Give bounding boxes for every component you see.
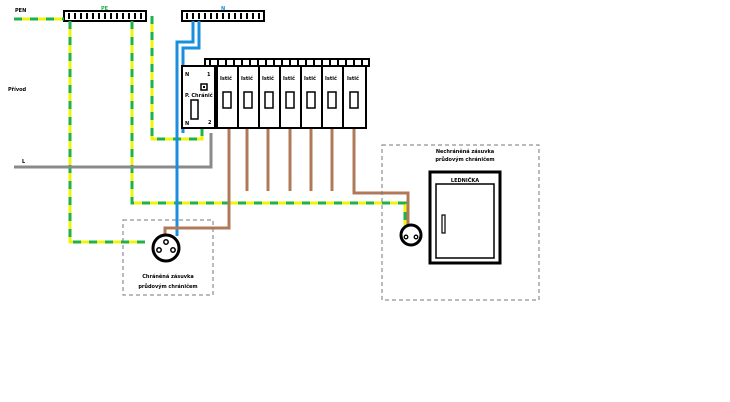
n-label: N [221, 6, 225, 12]
protected-socket-line2: průdovým chráničem [138, 283, 197, 290]
protected-socket [151, 233, 181, 263]
l-label: L [22, 159, 26, 165]
pe-busbar [63, 10, 147, 22]
rcd-two-label: 2 [208, 120, 212, 126]
rcd-title-label: P. Chránič [185, 92, 213, 99]
breaker-4: Istič [279, 65, 302, 129]
breaker-7-label: Istič [347, 75, 359, 82]
pe-label: PE [101, 6, 109, 12]
breaker-3: Istič [258, 65, 281, 129]
protected-socket-line1: Chráněná zásuvka [142, 273, 193, 280]
breaker-5-label: Istič [304, 75, 316, 82]
breaker-5: Istič [300, 65, 323, 129]
breaker-1: Istič [216, 65, 239, 129]
phase-wires [163, 128, 410, 240]
unprotected-socket-line2: průdovým chráničem [435, 156, 494, 163]
unprotected-socket-line1: Nechráněná zásuvka [436, 148, 494, 155]
breaker-2: Istič [237, 65, 260, 129]
pen-label: PEN [15, 8, 26, 14]
breaker-4-label: Istič [283, 75, 295, 82]
incoming-phase-wire [14, 133, 213, 169]
unprotected-socket [399, 223, 423, 247]
breaker-1-label: Istič [220, 75, 232, 82]
breaker-7: Istič [342, 65, 367, 129]
rcd-n-bottom-label: N [185, 121, 189, 127]
rcd-module: N 1 P. Chránič N 2 [181, 65, 216, 129]
unprotected-socket-boundary [381, 144, 540, 301]
fridge-label: LEDNIČKA [451, 177, 479, 184]
n-busbar [181, 10, 265, 22]
fridge: LEDNIČKA [428, 170, 502, 265]
rcd-n-top-label: N [185, 72, 189, 78]
protected-socket-boundary [122, 219, 214, 296]
breaker-6: Istič [321, 65, 344, 129]
din-rail [204, 58, 370, 67]
breaker-3-label: Istič [262, 75, 274, 82]
privod-label: Přívod [8, 86, 27, 93]
breaker-6-label: Istič [325, 75, 337, 82]
breaker-2-label: Istič [241, 75, 253, 82]
rcd-one-label: 1 [207, 72, 211, 78]
